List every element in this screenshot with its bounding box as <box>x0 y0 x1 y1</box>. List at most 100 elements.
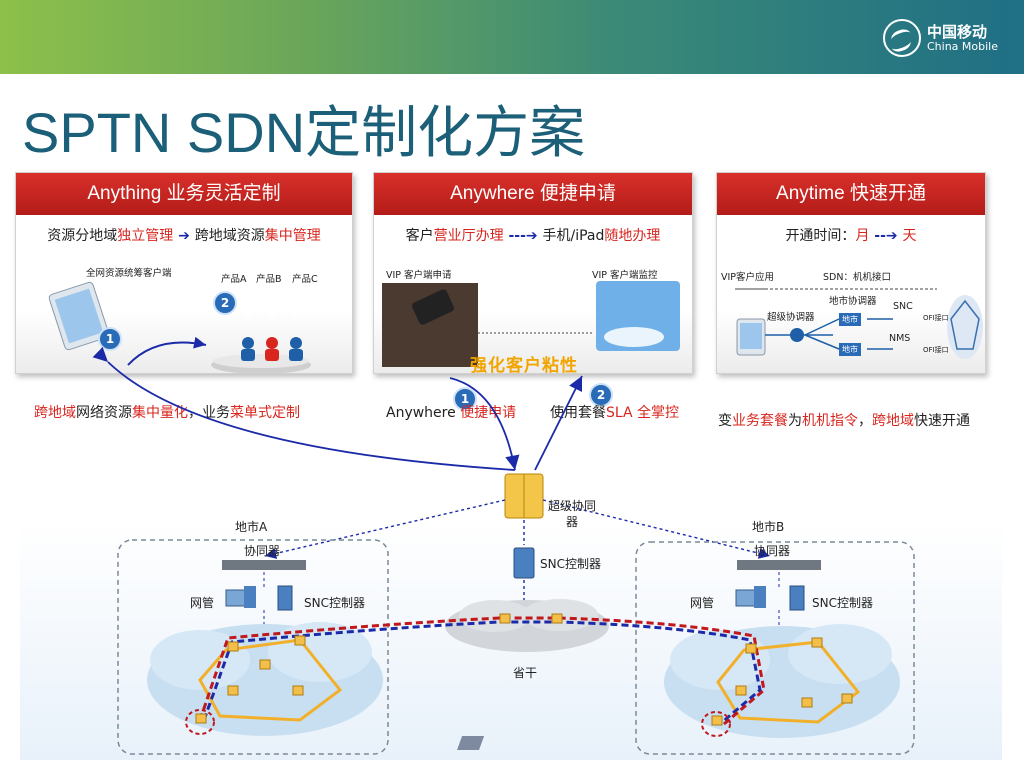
customer-site-b-icon <box>457 736 485 750</box>
nms-icon-b <box>735 586 766 608</box>
mesh-network-icon <box>947 295 983 359</box>
logo-en-text: China Mobile <box>926 39 998 53</box>
letter-a: A <box>244 311 252 322</box>
city-box-2: 地市 <box>839 343 861 356</box>
text-segment: ---➔ <box>503 228 543 244</box>
sdn-label: SDN：机机接口 <box>823 272 891 283</box>
product-a-label: 产品A <box>221 274 247 285</box>
center-snc-controller-label: SNC控制器 <box>540 557 601 571</box>
super-coordinator-server-icon <box>504 473 544 519</box>
text-segment: Anywhere <box>386 405 461 421</box>
letter-b: B <box>268 311 276 322</box>
step-badge-1b: 1 <box>453 387 477 411</box>
text-segment: 便捷申请 <box>460 405 517 421</box>
user-icon-b <box>265 337 279 361</box>
china-mobile-logo: 中国移动 China Mobile <box>882 19 998 57</box>
portal-label: 全网资源统筹客户端 <box>86 268 172 279</box>
text-segment: 天 <box>902 228 917 244</box>
city-a-nms-label: 网管 <box>190 596 215 610</box>
super-coordinator-label: 超级协同 器 <box>548 499 597 529</box>
phone-hand-icon <box>382 283 478 367</box>
text-segment: 手机/iPad <box>542 228 605 244</box>
panel-anywhere-sub: 客户营业厅办理 ---➔ 手机/iPad随地办理 <box>374 225 692 245</box>
panel-anything-head: Anything 业务灵活定制 <box>16 173 352 215</box>
customer-stickiness-label: 强化客户粘性 <box>470 356 578 376</box>
tablet-sky-icon <box>596 281 680 351</box>
text-segment: 集中量化 <box>132 405 188 421</box>
text-segment: 机机指令 <box>802 413 858 429</box>
step-badge-2: 2 <box>213 291 237 315</box>
user-icon-a <box>241 337 255 361</box>
page-title: SPTN SDN定制化方案 <box>22 101 586 164</box>
city-box-1: 地市 <box>839 313 861 326</box>
text-segment: SLA 全掌控 <box>606 405 680 421</box>
arrow-super-to-panel1 <box>92 346 516 471</box>
panel-anytime: Anytime 快速开通 开通时间：月 --➔ 天 VIP客户应用 SDN：机机… <box>716 172 986 374</box>
china-mobile-logo-icon <box>882 19 921 57</box>
text-segment: 变 <box>718 413 732 429</box>
text-segment: 菜单式定制 <box>230 405 300 421</box>
city-a-label: 地市A <box>235 520 268 534</box>
panel-anywhere-art <box>382 281 680 367</box>
city-b-cloud <box>664 624 900 738</box>
text-segment: ➔ <box>173 228 195 244</box>
text-segment: 跨地域 <box>34 405 76 421</box>
panel-anything-art <box>48 281 311 373</box>
panel-anytime-head: Anytime 快速开通 <box>717 173 985 215</box>
snc-icon-a <box>277 585 293 611</box>
city-b-nms-label: 网管 <box>690 596 715 610</box>
panel-anytime-sub: 开通时间：月 --➔ 天 <box>717 225 985 245</box>
city-b-coordinator-label: 协同器 <box>754 544 791 558</box>
vip-monitor-label: VIP 客户端监控 <box>592 270 658 281</box>
snc-controller-server-icon <box>513 547 535 579</box>
arrow-panel2-to-super <box>449 377 520 471</box>
panel-anywhere: Anywhere 便捷申请 客户营业厅办理 ---➔ 手机/iPad随地办理 V… <box>373 172 693 411</box>
nms-label: NMS <box>889 333 911 344</box>
snc-label: SNC <box>893 301 913 312</box>
text-segment: 跨地域资源 <box>194 228 265 244</box>
nms-icon-a <box>225 586 256 608</box>
text-segment: 独立管理 <box>117 228 174 244</box>
text-segment: ，业务 <box>188 405 230 421</box>
city-b-label: 地市B <box>752 520 785 534</box>
user-icon-c <box>289 337 303 361</box>
letter-c: C <box>292 311 299 322</box>
tablet-icon-small <box>736 318 766 356</box>
step-badge-2b: 2 <box>589 383 613 407</box>
text-segment: 月 <box>855 228 870 244</box>
product-b-label: 产品B <box>256 274 282 285</box>
city-a-coordinator-label: 协同器 <box>244 544 281 558</box>
super-coord-label: 超级协调器 <box>767 312 815 323</box>
city-a-snc-label: SNC控制器 <box>304 596 365 610</box>
caption-anywhere-apply: Anywhere 便捷申请 <box>386 402 516 422</box>
caption-anywhere-sla: 使用套餐SLA 全掌控 <box>550 402 679 422</box>
text-segment: 客户 <box>405 228 434 244</box>
vip-apply-label: VIP 客户端申请 <box>386 270 452 281</box>
ofi-label-1: OFI接口 <box>923 314 949 322</box>
caption-anytime: 变业务套餐为机机指令，跨地域快速开通 <box>718 410 970 430</box>
product-c-label: 产品C <box>292 274 318 285</box>
text-segment: 为 <box>788 413 802 429</box>
city-coord-label: 地市协调器 <box>829 296 877 307</box>
text-segment: 网络资源 <box>76 405 132 421</box>
text-segment: 营业厅办理 <box>433 228 504 244</box>
ofi-label-2: OFI接口 <box>923 346 949 354</box>
text-segment: 快速开通 <box>914 413 970 429</box>
text-segment: 集中管理 <box>264 228 321 244</box>
panel-anywhere-head: Anywhere 便捷申请 <box>374 173 692 215</box>
snc-icon-b <box>789 585 805 611</box>
text-segment: 业务套餐 <box>732 413 788 429</box>
backbone-cloud <box>445 599 609 652</box>
panel-anytime-art <box>735 288 983 359</box>
city-b-snc-label: SNC控制器 <box>812 596 873 610</box>
text-segment: 资源分地域 <box>47 228 118 244</box>
text-segment: 开通时间： <box>785 228 856 244</box>
caption-anything: 跨地域网络资源集中量化，业务菜单式定制 <box>34 402 300 422</box>
vip-app-label: VIP客户应用 <box>721 272 775 283</box>
logo-cn-text: 中国移动 <box>926 22 987 41</box>
top-banner: 中国移动 China Mobile <box>0 0 1024 74</box>
text-segment: 使用套餐 <box>550 405 606 421</box>
text-segment: --➔ <box>869 228 903 244</box>
panel-anything: Anything 业务灵活定制 资源分地域独立管理 ➔ 跨地域资源集中管理 全网… <box>15 172 353 374</box>
